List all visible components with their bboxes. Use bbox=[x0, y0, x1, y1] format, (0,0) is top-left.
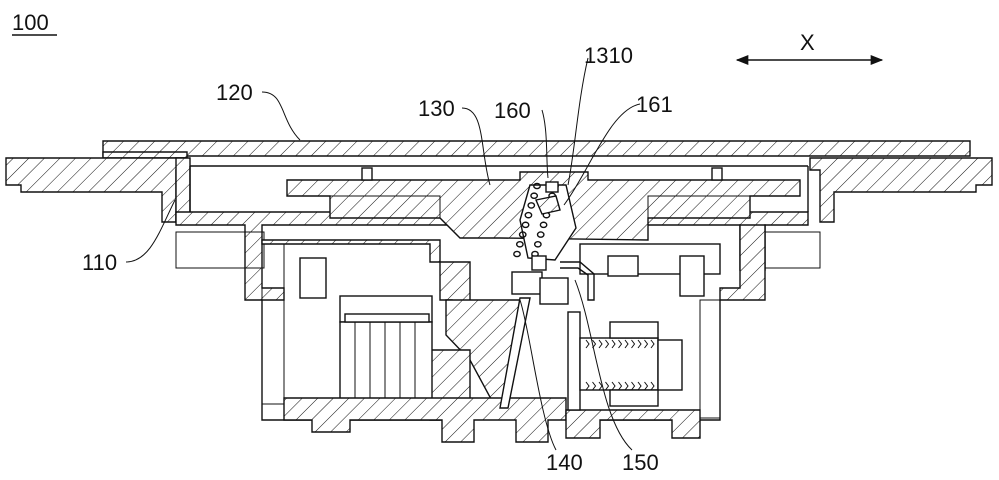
leader-161 bbox=[563, 103, 641, 206]
leader-lines bbox=[125, 57, 641, 451]
pin-threads bbox=[585, 339, 655, 391]
thread-tooth bbox=[618, 339, 623, 391]
spring-seat bbox=[535, 181, 561, 215]
label-140: 140 bbox=[546, 450, 583, 475]
housing-right-flange bbox=[809, 157, 993, 223]
base-plate bbox=[283, 397, 701, 443]
spring-coil-left bbox=[515, 240, 524, 248]
label-1310: 1310 bbox=[584, 43, 633, 68]
housing-body bbox=[175, 211, 821, 301]
x-direction-indicator: X bbox=[735, 30, 884, 66]
spring-coil-right bbox=[539, 221, 548, 229]
leader-160 bbox=[541, 109, 549, 179]
spring-coil-right bbox=[533, 240, 542, 248]
thread-tooth bbox=[611, 339, 616, 391]
label-150: 150 bbox=[622, 450, 659, 475]
thread-tooth bbox=[637, 339, 642, 391]
spring-coil-left bbox=[524, 211, 533, 219]
lever bbox=[499, 255, 547, 409]
leader-140 bbox=[519, 299, 557, 451]
thread-tooth bbox=[644, 339, 649, 391]
thread-tooth bbox=[605, 339, 610, 391]
spring-coil-left bbox=[527, 202, 536, 209]
left-chamber bbox=[339, 313, 433, 413]
label-110: 110 bbox=[82, 250, 117, 275]
label-120: 120 bbox=[216, 80, 253, 105]
thread-tooth bbox=[624, 339, 629, 391]
leader-110 bbox=[125, 199, 176, 263]
label-160: 160 bbox=[494, 98, 531, 123]
spring-coil-right bbox=[536, 231, 545, 238]
x-axis-label: X bbox=[800, 30, 815, 55]
top-plate bbox=[102, 140, 971, 159]
thread-tooth bbox=[585, 339, 590, 391]
spring-coil-left bbox=[521, 221, 530, 229]
pin bbox=[539, 261, 683, 411]
figure-label: 100 bbox=[12, 10, 49, 35]
spring-coil-left bbox=[530, 192, 539, 200]
spring-coil-left bbox=[518, 231, 527, 238]
thread-tooth bbox=[650, 339, 655, 391]
thread-tooth bbox=[631, 339, 636, 391]
inner-cover bbox=[189, 165, 809, 212]
leader-130 bbox=[461, 107, 491, 186]
leader-150 bbox=[574, 279, 633, 451]
label-161: 161 bbox=[636, 92, 673, 117]
spring-coil-left bbox=[533, 182, 541, 190]
leader-1310 bbox=[567, 57, 589, 186]
leader-120 bbox=[261, 91, 301, 141]
housing-left-flange bbox=[5, 157, 191, 223]
spring-coil-left bbox=[513, 250, 521, 258]
label-130: 130 bbox=[418, 96, 455, 121]
